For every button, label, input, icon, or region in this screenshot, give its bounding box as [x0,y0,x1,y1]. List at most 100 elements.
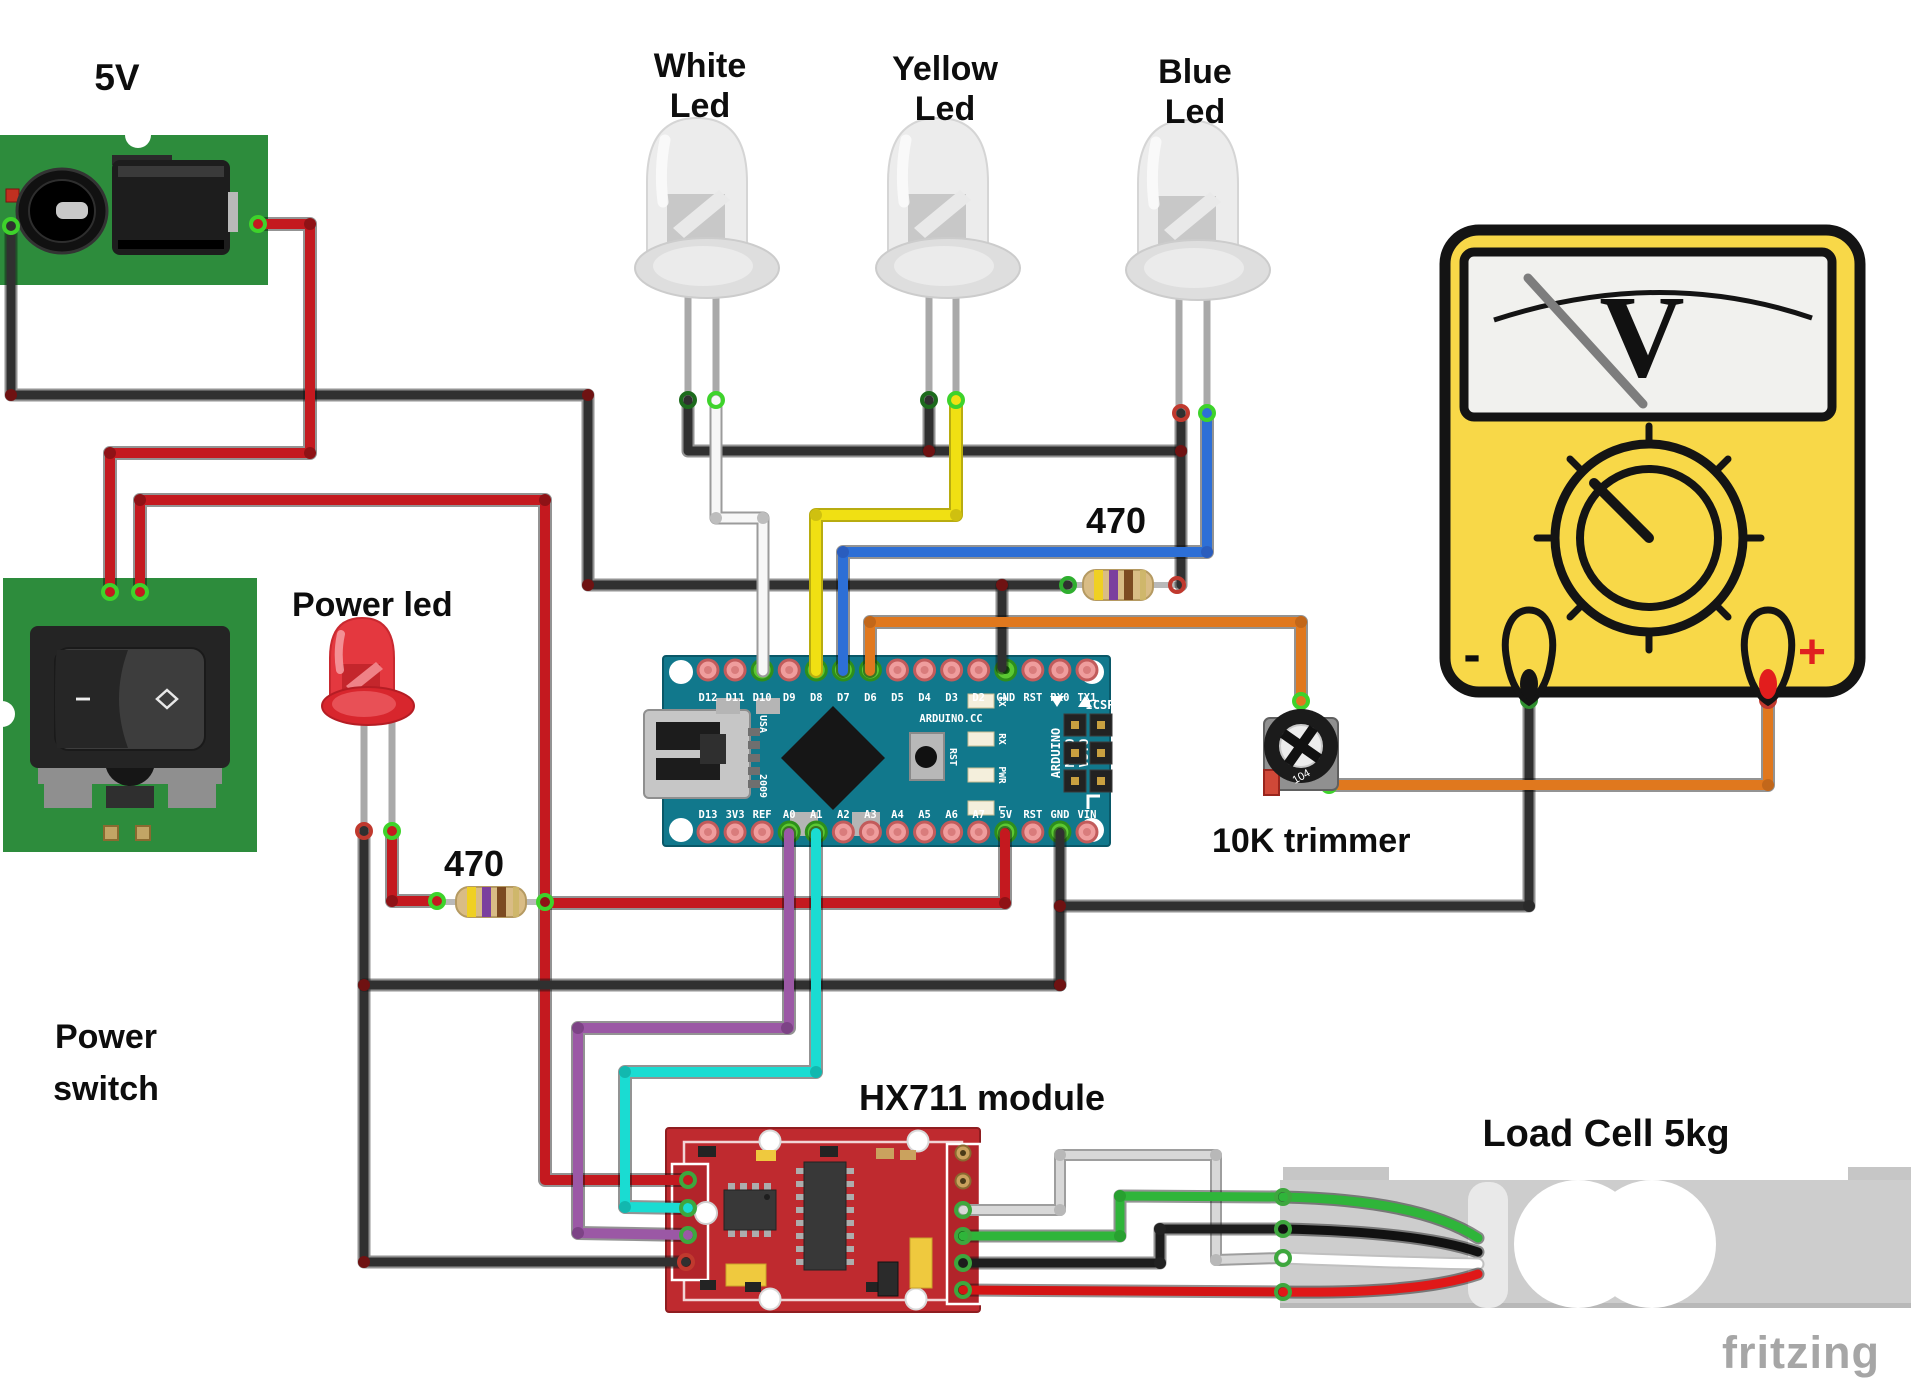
year-label: 2009 [757,774,768,798]
junction-dot [619,1066,631,1078]
nano-pin-D9-top [777,658,801,682]
switch-on-mark: I [71,696,93,702]
wire-hx711-green-to-loadcell [956,1189,1288,1243]
wires-layer [4,217,1775,1299]
center-pin [56,202,88,219]
junction-dot [864,616,876,628]
reset-button [909,732,945,781]
mini-usb-connector [643,709,760,799]
wire-loadcell-black [1276,1222,1485,1259]
label-blue-led-2: Led [1165,93,1225,131]
connector-ring [101,583,119,601]
label-power-switch-2: switch [53,1070,159,1108]
usa-label: USA [757,715,768,733]
junction-dot [1523,900,1535,912]
wire-d6-to-trimmer [863,615,1308,708]
connector-ring [947,391,965,409]
nano-pin-VIN-bottom [1075,820,1099,844]
connector-ring [679,1226,697,1244]
nano-pin-RX0-top [1048,658,1072,682]
nano-pin-D13-bottom [696,820,720,844]
nano-pin-label-A0: A0 [783,809,796,821]
junction-dot [810,1066,822,1078]
nano-pin-A3-bottom [858,820,882,844]
dial-pointer [1589,478,1654,543]
nano-pin-label-A2: A2 [837,809,850,821]
rst-label: RST [947,748,958,766]
junction-dot [582,389,594,401]
corner-mark [1086,794,1100,809]
nano-pin-label-D6: D6 [864,692,877,704]
connector-ring [536,893,554,911]
connector-ring [679,1171,697,1189]
nano-pin-label-D12: D12 [699,692,718,704]
wire-hx711-gray-to-loadcell [957,1149,1287,1266]
junction-dot [999,897,1011,909]
nano-pin-label-GND: GND [996,692,1015,704]
junction-dot [1210,1149,1222,1161]
trimmer-pot: 104 [1263,709,1339,796]
nano-pin-label-RST: RST [1023,809,1042,821]
connector-ring [954,1281,972,1299]
hx711-board [665,1127,982,1313]
nano-pin-label-A5: A5 [918,809,931,821]
nano-pin-label-RST: RST [1023,692,1042,704]
junction-dot [837,546,849,558]
resistor-470-left [455,886,527,918]
nano-pin-label-3V3: 3V3 [726,809,745,821]
nano-pin-label-D3: D3 [945,692,958,704]
label-10k-trimmer: 10K trimmer [1212,822,1410,860]
multimeter: V - + [1439,224,1866,698]
multimeter-display [1459,247,1837,422]
junction-dot [1054,900,1066,912]
connector-ring [355,822,373,840]
junction-dot [1054,1149,1066,1161]
junction-dot [1295,616,1307,628]
label-load-cell: Load Cell 5kg [1482,1113,1729,1155]
connector-ring [383,822,401,840]
nano-pin-3V3-bottom [723,820,747,844]
connector-ring [1274,1249,1292,1267]
junction-dot [1114,1190,1126,1202]
connector-ring [1172,404,1190,422]
connector-ring [707,391,725,409]
nano-pin-A7-bottom [967,820,991,844]
nano-pin-TX1-top [1075,658,1099,682]
label-470-left: 470 [444,843,504,884]
nano-pin-label-D9: D9 [783,692,796,704]
hx711-main-chip [796,1161,854,1271]
icsp-label: ICSP [1086,698,1115,712]
board-drill-hole [0,701,15,727]
tx-label: TX [996,695,1007,707]
smd-part [716,698,740,714]
pwr-led [967,767,995,783]
wire-loadcell-white [1276,1251,1485,1271]
label-power-switch-1: Power [55,1018,157,1056]
junction-dot [950,509,962,521]
nano-pin-label-RX0: RX0 [1050,692,1069,704]
wire-hx711-red-to-loadcell [956,1283,1288,1299]
nano-pin-REF-bottom [750,820,774,844]
connector-ring [1198,404,1216,422]
board-drill-hole [125,122,151,148]
nano-pin-label-D7: D7 [837,692,850,704]
arduino-nano-board: RST TX RX PWR L ARDUINO.CC USA 2009 ARDU… [643,655,1115,847]
nano-pin-D12-top [696,658,720,682]
meter-needle [1523,273,1648,409]
wire-led-cathode-bus [681,393,1188,458]
junction-dot [619,1201,631,1213]
connector-ring [131,583,149,601]
junction-dot [1154,1223,1166,1235]
resistor-470-right [1082,569,1154,601]
hx711-soic8-chip [723,1183,777,1237]
minus-probe [1501,606,1557,707]
tx-marker-icon [1078,696,1092,707]
junction-dot [1154,1257,1166,1269]
junction-dot [781,1022,793,1034]
junction-dot [1201,546,1213,558]
meter-scale-arc [1493,290,1813,323]
yellow-led [876,118,1020,298]
nano-pin-D4-top [913,658,937,682]
nano-pin-label-REF: REF [753,809,772,821]
wire-trimmer-to-multimeter-plus [1322,693,1775,792]
